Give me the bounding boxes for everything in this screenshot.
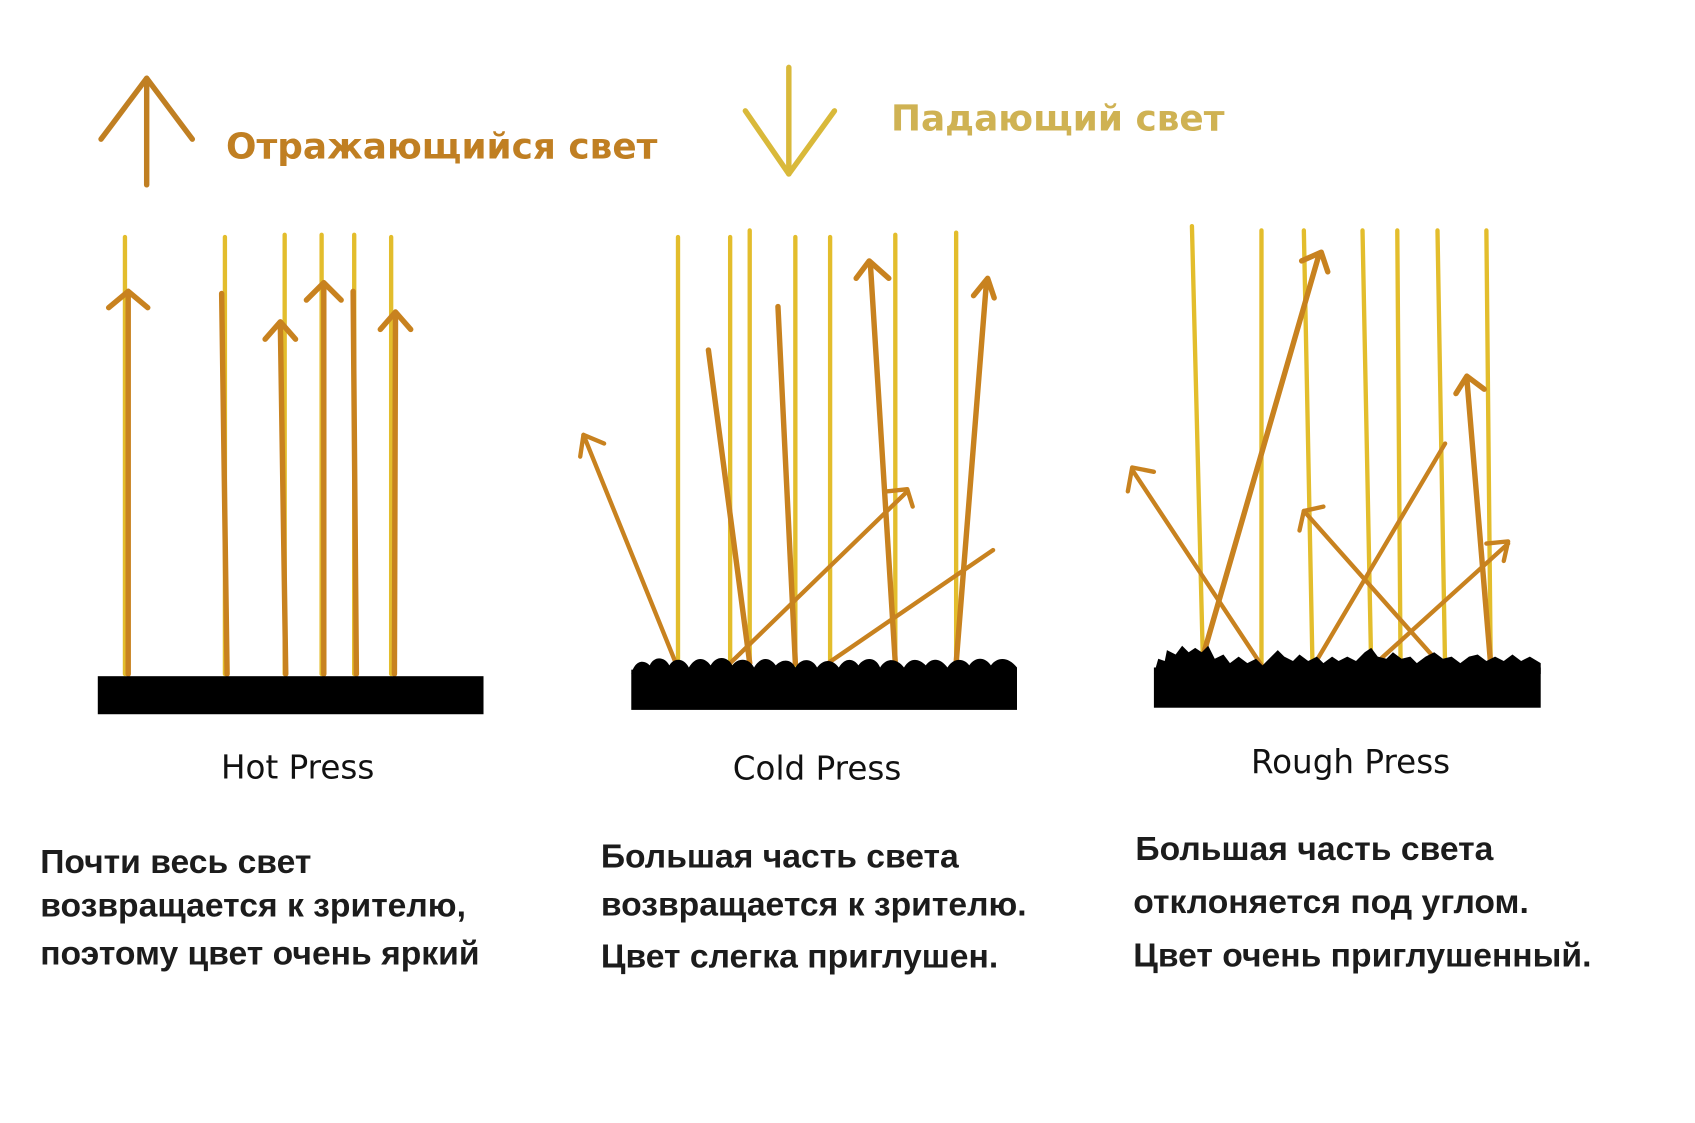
panel-label: Hot Press	[221, 748, 374, 786]
description-line: возвращается к зрителю,	[40, 887, 466, 924]
reflected-ray	[303, 279, 344, 677]
legend-incident-label: Падающий свет	[891, 98, 1225, 139]
reflected-ray	[825, 547, 996, 666]
incident-ray	[1360, 228, 1374, 670]
panel-description: Большая часть света отклоняется под угло…	[1133, 831, 1591, 975]
reflected-ray	[1200, 249, 1331, 660]
legend-incident: Падающий свет	[742, 64, 1225, 177]
reflected-ray	[1297, 504, 1446, 670]
arrow-up-icon	[98, 75, 196, 188]
reflected-rays	[1125, 249, 1511, 670]
description-line: Почти весь свет	[40, 844, 311, 881]
legend-reflected: Отражающийся свет	[98, 75, 658, 188]
panel-rough-press: Rough Press Большая часть света отклоняе…	[1125, 223, 1591, 975]
description-line: Цвет очень приглушенный.	[1133, 937, 1591, 974]
panel-description: Почти весь свет возвращается к зрителю, …	[40, 844, 479, 972]
paper-surface-smooth	[97, 676, 484, 715]
description-line: Большая часть света	[1135, 831, 1493, 868]
description-line: поэтому цвет очень яркий	[40, 935, 479, 972]
reflected-ray	[218, 290, 230, 677]
reflected-ray	[1125, 465, 1264, 668]
description-line: отклоняется под углом.	[1133, 884, 1529, 921]
panel-label: Rough Press	[1251, 743, 1450, 781]
description-line: Цвет слегка приглушен.	[601, 939, 998, 976]
panel-hot-press: Hot Press Почти весь свет возвращается к…	[40, 232, 484, 972]
description-line: Большая часть света	[601, 839, 959, 876]
reflected-ray	[727, 487, 915, 666]
incident-ray	[1484, 228, 1493, 670]
reflected-rays	[105, 279, 414, 677]
incident-ray	[1189, 223, 1205, 659]
panel-description: Большая часть света возвращается к зрите…	[601, 839, 1027, 976]
incident-rays	[675, 228, 959, 668]
reflected-ray	[105, 288, 151, 677]
reflected-ray	[1369, 539, 1511, 670]
reflected-ray	[377, 309, 414, 677]
panel-cold-press: Cold Press Большая часть света возвращае…	[578, 228, 1027, 976]
reflected-ray	[953, 275, 997, 666]
reflected-ray	[1453, 373, 1494, 669]
paper-surface-rough	[1153, 645, 1541, 708]
reflected-ray	[1310, 441, 1448, 670]
description-line: возвращается к зрителю.	[601, 886, 1027, 923]
reflected-ray	[350, 288, 360, 677]
reflected-rays	[578, 258, 997, 666]
incident-ray	[1395, 228, 1403, 666]
reflected-ray	[705, 347, 753, 666]
arrow-down-icon	[742, 64, 838, 177]
reflected-ray	[853, 258, 899, 666]
paper-surface-cold	[631, 657, 1017, 710]
panel-label: Cold Press	[733, 749, 902, 787]
reflected-ray	[578, 432, 678, 666]
reflected-ray	[262, 319, 299, 677]
legend-reflected-label: Отражающийся свет	[226, 127, 658, 168]
